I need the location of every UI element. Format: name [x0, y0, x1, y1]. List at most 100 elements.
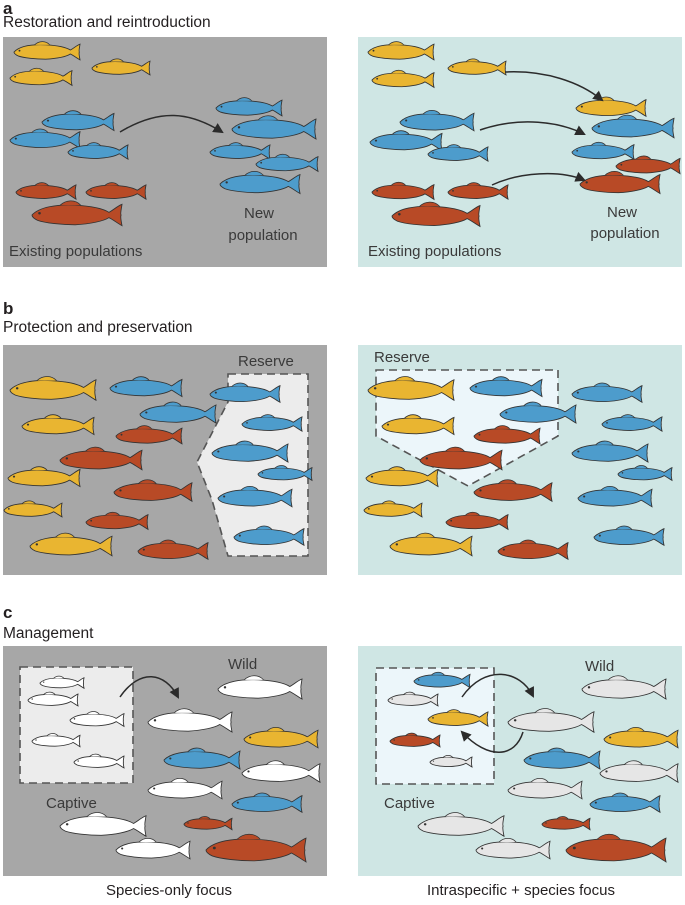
fish-icon — [367, 41, 435, 61]
fish-icon — [603, 726, 679, 749]
fish-icon — [85, 182, 147, 200]
fish-icon — [205, 833, 307, 863]
panel-c-letter: c — [3, 603, 13, 622]
fish-icon — [427, 709, 489, 727]
label-reserve-right: Reserve — [374, 349, 430, 366]
arrow-c-right-out — [461, 673, 534, 698]
fish-icon — [473, 425, 541, 445]
fish-icon — [31, 733, 81, 748]
fish-icon — [209, 382, 281, 404]
fish-icon — [183, 816, 233, 831]
label-new-population-right-1: New — [607, 204, 637, 221]
fish-icon — [7, 466, 81, 488]
fish-icon — [523, 747, 601, 770]
fish-icon — [419, 446, 503, 471]
fish-icon — [231, 792, 303, 814]
fish-icon — [617, 465, 673, 482]
fish-icon — [541, 816, 591, 831]
panel-c-title: Management — [3, 625, 94, 642]
arrow-c-left — [119, 676, 179, 699]
fish-icon — [67, 142, 129, 160]
fish-icon — [571, 440, 649, 463]
label-existing-populations-left: Existing populations — [9, 243, 142, 260]
fish-icon — [241, 760, 321, 784]
fish-icon — [139, 401, 217, 424]
fish-icon — [601, 414, 663, 432]
fish-icon — [21, 414, 95, 436]
fish-icon — [115, 837, 191, 860]
fish-icon — [85, 511, 149, 531]
fish-icon — [109, 376, 183, 398]
fish-icon — [39, 675, 85, 690]
arrow-c-right-in — [460, 730, 524, 753]
panel-a-title: Restoration and reintroduction — [3, 14, 211, 31]
fish-icon — [137, 539, 209, 561]
fish-icon — [41, 110, 115, 132]
label-new-population-left-2: population — [228, 227, 297, 244]
caption-species-only: Species-only focus — [106, 882, 232, 899]
fish-icon — [473, 479, 553, 503]
fish-icon — [73, 753, 125, 769]
panel-b-title: Protection and preservation — [3, 319, 193, 336]
panel-a-letter: a — [3, 0, 13, 18]
fish-icon — [113, 479, 193, 503]
fish-icon — [497, 539, 569, 561]
label-captive-left: Captive — [46, 795, 97, 812]
label-captive-right: Captive — [384, 795, 435, 812]
fish-icon — [257, 465, 313, 482]
fish-icon — [91, 58, 151, 76]
fish-icon — [469, 376, 543, 398]
fish-icon — [365, 466, 439, 488]
fish-icon — [581, 675, 667, 700]
fish-icon — [413, 671, 471, 689]
fish-icon — [363, 500, 423, 518]
fish-icon — [389, 532, 473, 557]
fish-icon — [31, 200, 123, 227]
fish-icon — [147, 777, 223, 800]
fish-icon — [9, 67, 73, 87]
fish-icon — [255, 153, 319, 173]
fish-icon — [447, 58, 507, 76]
fish-icon — [447, 182, 509, 200]
fish-icon — [417, 812, 505, 838]
fish-icon — [209, 142, 271, 160]
fish-icon — [391, 201, 481, 228]
label-existing-populations-right: Existing populations — [368, 243, 501, 260]
fish-icon — [371, 69, 435, 89]
caption-intraspecific: Intraspecific + species focus — [426, 882, 615, 899]
fish-icon — [15, 182, 77, 200]
fish-icon — [163, 747, 241, 770]
reserve-area-teal — [375, 369, 559, 487]
fish-icon — [219, 171, 301, 195]
fish-icon — [115, 425, 183, 445]
fish-icon — [371, 181, 435, 201]
fish-icon — [29, 532, 113, 557]
fish-icon — [571, 141, 635, 161]
fish-icon — [59, 446, 143, 471]
fish-icon — [27, 691, 79, 707]
arrow-a-left — [119, 114, 224, 134]
fish-icon — [507, 777, 583, 800]
fish-icon — [13, 41, 81, 61]
fish-icon — [231, 115, 317, 140]
fish-icon — [217, 485, 293, 508]
fish-icon — [147, 708, 233, 733]
fish-icon — [243, 726, 319, 749]
fish-icon — [241, 414, 303, 432]
fish-icon — [369, 130, 443, 152]
label-new-population-left-1: New — [244, 205, 274, 222]
fish-icon — [387, 691, 439, 707]
fish-icon — [445, 511, 509, 531]
label-wild-left: Wild — [228, 656, 257, 673]
fish-icon — [429, 755, 473, 768]
fish-icon — [427, 144, 489, 162]
fish-icon — [475, 837, 551, 860]
fish-icon — [389, 732, 441, 748]
fish-icon — [3, 500, 63, 518]
fish-icon — [589, 792, 661, 814]
fish-icon — [579, 171, 661, 195]
fish-icon — [499, 401, 577, 424]
arrow-a-right-blue — [479, 121, 586, 135]
fish-icon — [507, 708, 595, 734]
